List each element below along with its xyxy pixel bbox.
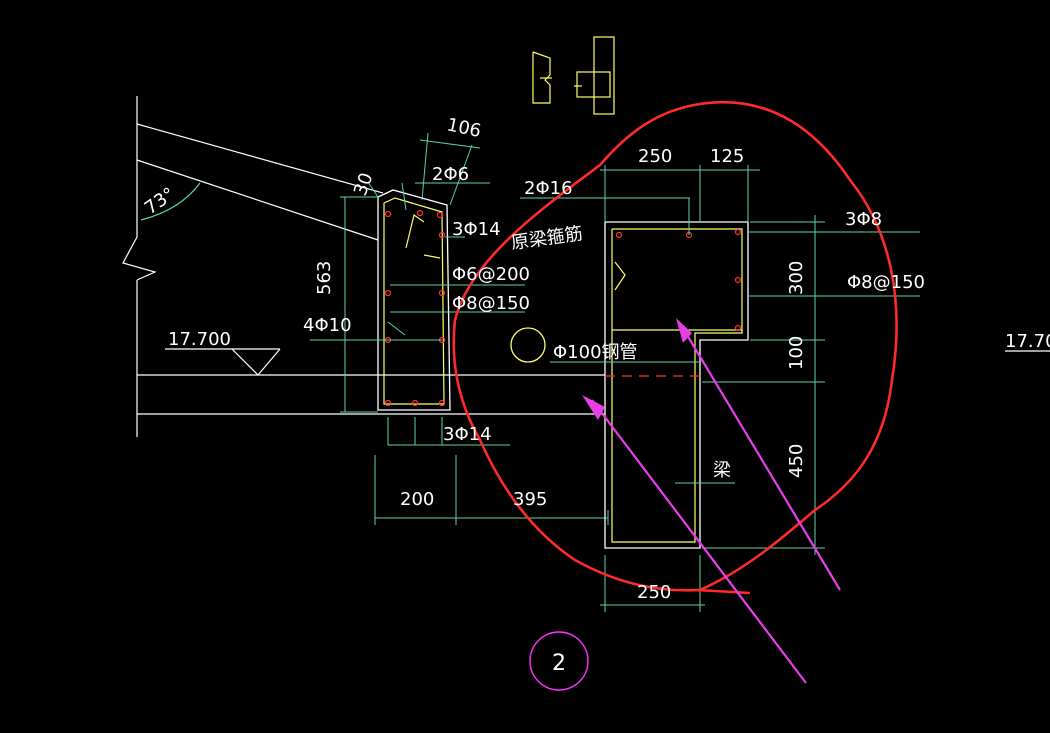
rebar-3phi14-bottom: 3Φ14 <box>443 424 492 445</box>
pipe-label: Φ100钢管 <box>553 342 638 363</box>
rebar-4phi10: 4Φ10 <box>303 315 352 336</box>
revision-cloud-tail <box>696 588 751 595</box>
dim-200: 200 <box>400 489 434 510</box>
slab-outline <box>122 96 605 437</box>
main-beam-bars <box>615 228 742 332</box>
elevation-label-right: 17.700 <box>1005 331 1050 352</box>
arrow-top <box>680 324 841 591</box>
dim-250-bottom: 250 <box>637 582 671 603</box>
ring-beam-stirrup <box>383 197 445 405</box>
dim-450: 450 <box>786 444 807 478</box>
dim-125: 125 <box>710 146 744 167</box>
angle-label: 73° <box>141 184 179 220</box>
arrow-bottom-head <box>582 395 605 420</box>
revision-cloud <box>452 100 898 592</box>
steel-pipe-symbol <box>510 327 546 363</box>
magenta-arrows <box>582 318 841 684</box>
dim-106: 106 <box>445 114 483 142</box>
beam-label: 梁 <box>713 460 731 481</box>
rebar-2phi6: 2Φ6 <box>432 164 469 185</box>
dim-100: 100 <box>786 336 807 370</box>
rebar-3phi14-top: 3Φ14 <box>452 219 501 240</box>
elevation-marker-left <box>165 348 281 376</box>
rebar-phi8-150-right: Φ8@150 <box>847 272 925 293</box>
yellow-section-symbols <box>532 36 615 115</box>
rebar-2phi16: 2Φ16 <box>524 178 573 199</box>
dim-395: 395 <box>513 489 547 510</box>
elevation-label-left: 17.700 <box>168 329 231 350</box>
rebar-phi6-200: Φ6@200 <box>452 264 530 285</box>
dim-563: 563 <box>314 261 335 295</box>
arrow-top-head <box>676 318 692 343</box>
ring-beam-bars <box>384 209 446 407</box>
arrow-bottom <box>591 399 807 684</box>
dimension-lines-right <box>520 165 920 612</box>
main-beam-stirrup <box>611 228 743 543</box>
dim-250-top: 250 <box>638 146 672 167</box>
main-beam-section <box>604 221 749 549</box>
detail-circle <box>529 631 589 691</box>
dim-300: 300 <box>786 261 807 295</box>
rebar-phi8-150-left: Φ8@150 <box>452 293 530 314</box>
dim-30: 30 <box>350 170 378 199</box>
detail-number: 2 <box>552 651 566 676</box>
ring-beam-section <box>377 189 451 411</box>
rebar-3phi8: 3Φ8 <box>845 209 882 230</box>
